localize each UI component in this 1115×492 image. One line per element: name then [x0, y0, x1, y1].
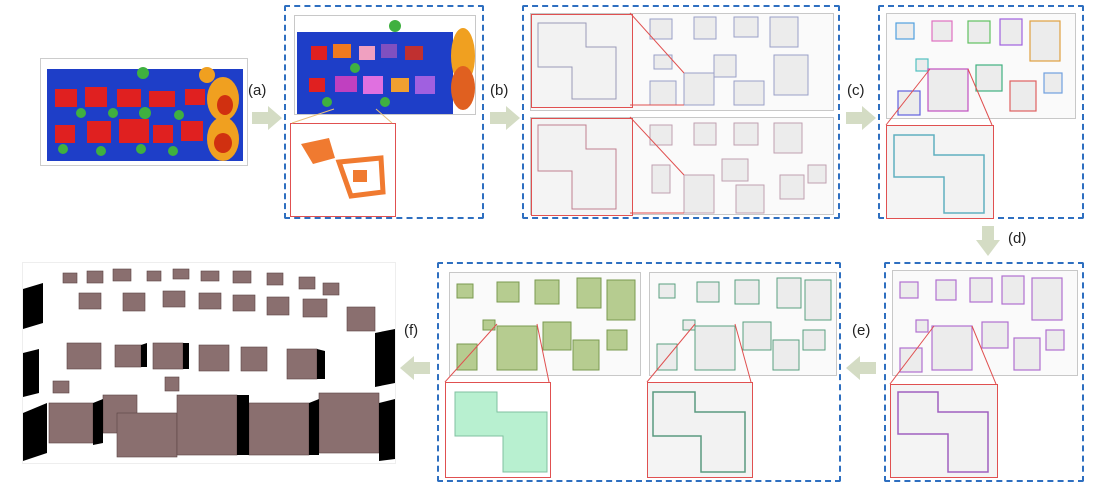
arrow-e: [846, 356, 876, 380]
segmentation-box: [284, 5, 484, 219]
arrow-d: [976, 226, 1000, 256]
regularization-box: [884, 262, 1084, 482]
input-point-cloud-panel: [40, 58, 248, 166]
3d-model-panel: [22, 262, 396, 464]
step-label-b: (b): [490, 82, 509, 99]
zoomed-building-points: [301, 138, 386, 199]
fitting-drawings: [885, 18, 1063, 214]
contour-fitting-box: [878, 5, 1084, 219]
segmented-scene-panel: [294, 15, 476, 115]
regularized-drawings: [889, 275, 1065, 473]
arrow-b: [490, 106, 520, 130]
contour-extraction-box: [522, 5, 840, 219]
step-label-d: (d): [1008, 230, 1027, 247]
footprint-box: [437, 262, 841, 482]
contour-drawings: [537, 12, 827, 214]
arrow-a: [252, 106, 282, 130]
segmented-image: [297, 20, 475, 114]
segmentation-zoom-panel: [290, 123, 396, 217]
step-label-a: (a): [248, 82, 267, 99]
zoom-lines-1: [291, 108, 393, 124]
arrow-f: [400, 356, 430, 380]
point-cloud-image: [47, 67, 243, 161]
step-label-e: (e): [852, 322, 871, 339]
footprint-drawings: [444, 277, 832, 473]
3d-buildings: [23, 268, 395, 461]
step-label-c: (c): [847, 82, 865, 99]
step-label-f: (f): [404, 322, 419, 339]
arrow-c: [846, 106, 876, 130]
